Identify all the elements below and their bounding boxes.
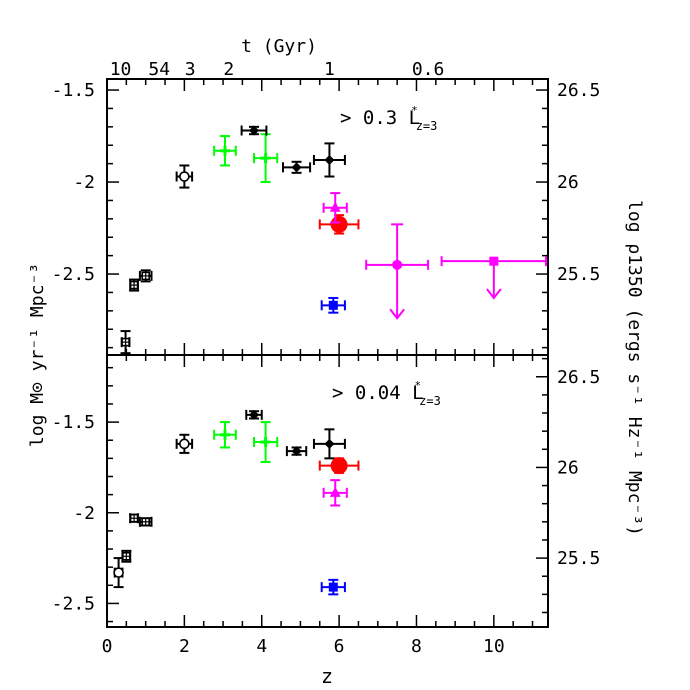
annotation-top-prefix: > 0.3 L [340, 107, 420, 129]
x-tick-label: 2 [179, 636, 190, 657]
data-point [138, 516, 153, 527]
right-axis-title: log ρ1350 (ergs s⁻¹ Hz⁻¹ Mpc⁻³) [624, 200, 645, 536]
annotation-bottom-prefix: > 0.04 L [332, 382, 424, 404]
top-tick-label: 3 [185, 59, 196, 80]
annotation-bottom-sub: z=3 [419, 394, 441, 408]
top-axis-title: t (Gyr) [241, 36, 317, 57]
data-point [240, 125, 268, 136]
data-point [253, 133, 279, 184]
marker-diamond [249, 125, 259, 136]
data-point [322, 192, 348, 224]
data-point [320, 578, 346, 596]
top-tick-label: 0.6 [412, 59, 445, 80]
upper-limit-arrow [389, 308, 405, 320]
data-point [213, 421, 237, 449]
data-point [365, 223, 430, 320]
marker-diamond [291, 162, 302, 173]
x-tick-label: 10 [483, 636, 505, 657]
y-tick-label: -1.5 [52, 80, 95, 101]
data-point [121, 549, 132, 563]
right-tick-label: 26 [557, 457, 579, 478]
right-tick-label: 25.5 [557, 264, 600, 285]
data-point [245, 409, 263, 420]
marker-square [328, 582, 338, 592]
data-points [113, 125, 548, 596]
annotation-bottom: > 0.04 L* z=3 [332, 379, 441, 408]
marker-open-circle [179, 171, 190, 182]
marker-open-circle [113, 567, 124, 578]
marker-diamond [324, 154, 335, 165]
marker-diamond [324, 438, 335, 449]
y-tick-label: -2 [73, 503, 95, 524]
right-tick-label: 25.5 [557, 548, 600, 569]
annotation-top-sub: z=3 [416, 119, 438, 133]
data-point [285, 446, 308, 457]
top-tick-label: 10 [110, 59, 132, 80]
left-axis-title: log M⊙ yr⁻¹ Mpc⁻³ [27, 263, 48, 447]
annotation-top: > 0.3 L* z=3 [340, 104, 437, 133]
marker-triangle [329, 201, 341, 212]
data-point [440, 256, 548, 300]
top-tick-label: 54 [148, 59, 170, 80]
data-point [129, 278, 140, 292]
marker-circle [330, 457, 348, 475]
data-point [322, 479, 348, 507]
data-point [129, 513, 140, 524]
y-tick-label: -2 [73, 172, 95, 193]
data-point [138, 269, 153, 283]
data-point [318, 457, 360, 475]
y-tick-label: -2.5 [52, 593, 95, 614]
data-point [312, 428, 346, 460]
panel-top-frame [106, 78, 549, 356]
top-tick-label: 2 [223, 59, 234, 80]
data-point [213, 135, 237, 167]
marker-square [489, 256, 499, 266]
marker-open-circle [179, 438, 190, 450]
x-axis-title: z [321, 664, 333, 688]
data-point [318, 214, 360, 235]
axis-ticks [106, 79, 548, 627]
annotation-bottom-sup: * [415, 379, 422, 392]
marker-diamond [291, 446, 302, 457]
marker-diamond [249, 409, 259, 420]
right-tick-label: 26.5 [557, 80, 600, 101]
marker-triangle [329, 486, 341, 497]
y-tick-label: -2.5 [52, 264, 95, 285]
marker-circle [392, 259, 403, 270]
top-tick-label: 1 [324, 59, 335, 80]
right-tick-label: 26 [557, 172, 579, 193]
x-tick-label: 8 [411, 636, 422, 657]
y-tick-label: -1.5 [52, 412, 95, 433]
data-point [175, 433, 194, 454]
upper-limit-arrow [486, 288, 502, 300]
marker-circle [330, 215, 348, 233]
x-tick-label: 6 [334, 636, 345, 657]
data-point [175, 164, 194, 189]
marker-square [328, 300, 338, 310]
right-tick-label: 26.5 [557, 367, 600, 388]
data-point [120, 330, 131, 355]
panel-bottom-frame [106, 354, 549, 628]
tick-labels: 0 2 4 6 8 10 10 54 3 2 1 0.6 -1.5 -2 -2.5 26.5 26 25.5 -1.… [52, 59, 601, 657]
data-point [312, 142, 346, 178]
data-point [282, 160, 312, 174]
data-point [253, 421, 279, 463]
x-tick-label: 0 [102, 636, 113, 657]
annotation-top-sup: * [411, 104, 418, 117]
x-tick-label: 4 [256, 636, 267, 657]
data-point [320, 296, 346, 314]
